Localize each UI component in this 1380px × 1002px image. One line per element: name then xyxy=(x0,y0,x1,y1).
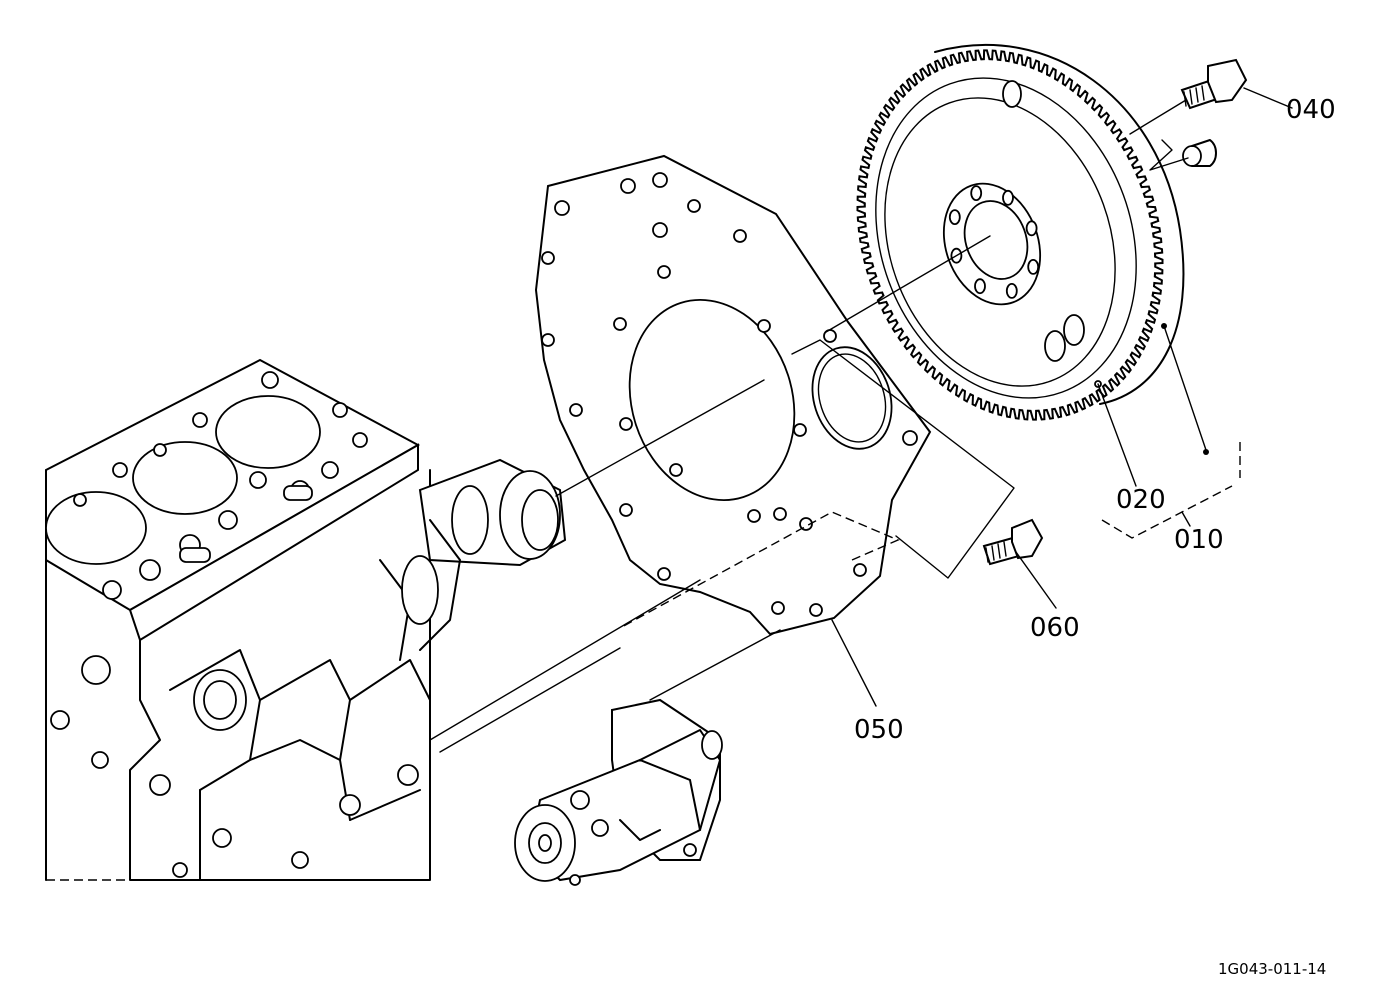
flywheel-bolt-040 xyxy=(1180,58,1248,110)
hub-bolt-hole xyxy=(1025,220,1038,237)
hub-bolt-hole xyxy=(1005,282,1018,299)
plate-bolt-060 xyxy=(982,518,1044,566)
callout-060: 060 xyxy=(1030,613,1080,643)
callout-020: 020 xyxy=(1116,485,1166,515)
flywheel-020 xyxy=(856,43,1185,421)
hub-bolt-hole xyxy=(948,209,961,226)
callout-050: 050 xyxy=(854,715,904,745)
figure-code: 1G043-011-14 xyxy=(1218,960,1326,978)
dowel-pin xyxy=(1182,139,1217,167)
hub-bolt-hole xyxy=(974,278,986,295)
assembly-lines xyxy=(429,99,1189,753)
callout-040: 040 xyxy=(1286,95,1336,125)
callout-010: 010 xyxy=(1174,525,1224,555)
hub-bolt-hole xyxy=(1027,258,1040,275)
leader-lines xyxy=(831,87,1293,707)
starter-motor xyxy=(514,698,723,886)
rear-end-plate-050 xyxy=(534,154,932,636)
hub-bolt-hole xyxy=(970,185,983,202)
engine-block xyxy=(45,358,567,881)
hub-bolt-hole xyxy=(1002,189,1014,206)
